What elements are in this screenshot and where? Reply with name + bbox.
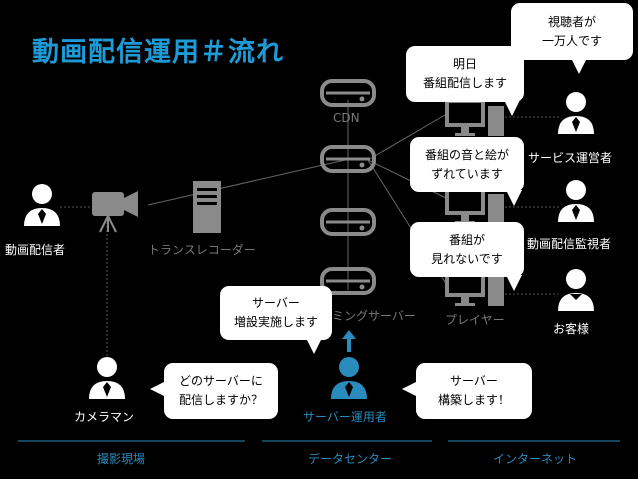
server-operator-label: サーバー運用者 xyxy=(303,410,387,424)
service-operator-person-icon xyxy=(558,92,594,134)
footer-site: 撮影現場 xyxy=(97,452,146,466)
bubble-cant-see-line1: 番組が xyxy=(448,232,485,247)
up-arrow-icon xyxy=(342,330,356,352)
origin-server-icon xyxy=(320,145,376,173)
broadcaster-label: 動画配信者 xyxy=(5,243,66,257)
bubble-cant-see-line2: 見れないです xyxy=(431,251,503,266)
bubble-which-server-line1: どのサーバーに xyxy=(179,374,263,388)
transrecorder-label: トランスレコーダー xyxy=(148,243,256,257)
bubble-add-server-line1: サーバー xyxy=(252,296,300,310)
page-title: 動画配信運用＃流れ xyxy=(32,37,284,68)
cdn-server-icon xyxy=(320,79,376,107)
footer-datacenter: データセンター xyxy=(308,452,393,466)
bubble-tomorrow-line1: 明日 xyxy=(452,57,477,71)
footer-internet: インターネット xyxy=(493,452,578,466)
bubble-viewers-line1: 視聴者が xyxy=(547,14,596,29)
player-label: プレイヤー xyxy=(445,313,505,327)
transrecorder-tower-icon xyxy=(193,181,221,233)
monitor-label: 動画配信監視者 xyxy=(527,237,612,251)
bubble-tomorrow: 明日 番組配信します xyxy=(406,46,524,116)
bubble-build-server-line1: サーバー xyxy=(450,374,498,388)
cameraman-person-icon xyxy=(89,357,125,399)
broadcaster-person-icon xyxy=(24,184,60,226)
server-operator-person-icon xyxy=(331,357,367,399)
bubble-sync-line1: 番組の音と絵が xyxy=(424,147,509,162)
bubble-viewers: 視聴者が 一万人です xyxy=(511,3,633,74)
bubble-viewers-line2: 一万人です xyxy=(541,33,602,48)
service-operator-label: サービス運営者 xyxy=(528,151,613,165)
bubble-build-server-line2: 構築します！ xyxy=(437,393,510,407)
customer-label: お客様 xyxy=(553,322,590,336)
bubble-cant-see: 番組が 見れないです xyxy=(410,222,524,291)
video-camera-icon xyxy=(92,191,138,233)
bubble-tomorrow-line2: 番組配信します xyxy=(422,76,507,90)
cdn-label: CDN xyxy=(333,111,360,125)
customer-person-icon xyxy=(558,269,594,311)
bubble-add-server-line2: 増設実施します xyxy=(233,315,318,329)
bubble-which-server: どのサーバーに 配信しますか？ xyxy=(150,363,278,419)
bubble-add-server: サーバー 増設実施します xyxy=(220,286,332,354)
bubble-sync-line2: ずれています xyxy=(431,166,503,181)
monitor-icon-2 xyxy=(445,187,504,224)
streaming-server-icon-2 xyxy=(320,267,376,295)
bubble-build-server: サーバー 構築します！ xyxy=(402,363,532,419)
bubble-which-server-line2: 配信しますか？ xyxy=(178,393,263,407)
bubble-sync: 番組の音と絵が ずれています xyxy=(410,137,524,206)
monitor-person-icon xyxy=(558,180,594,222)
streaming-server-label: ミングサーバー xyxy=(332,309,416,323)
cameraman-label: カメラマン xyxy=(74,410,135,424)
streaming-server-icon-1 xyxy=(320,208,376,236)
monitor-icon-1 xyxy=(445,99,504,136)
